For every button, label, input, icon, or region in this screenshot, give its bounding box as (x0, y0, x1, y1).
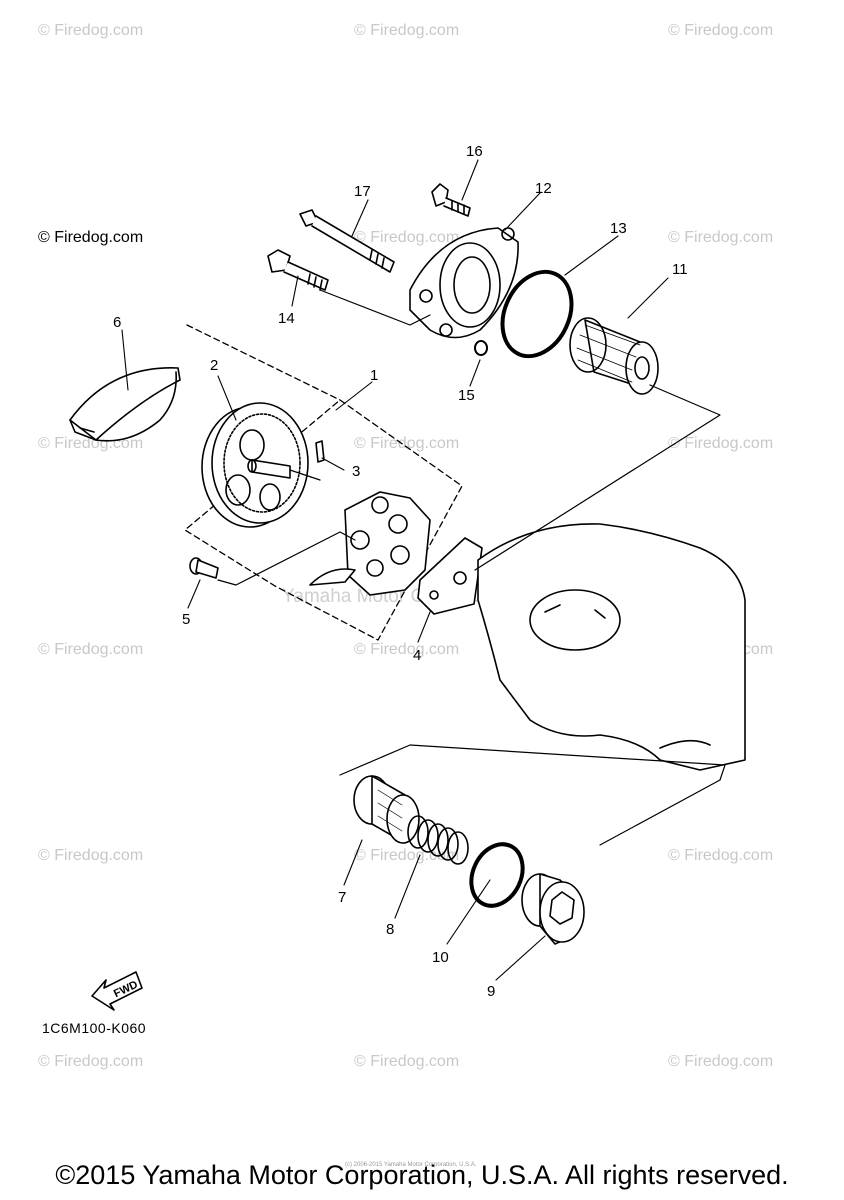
watermark-firedog: © Firedog.com (38, 847, 144, 864)
part-8-spring (407, 815, 469, 865)
watermark-firedog: © Firedog.com (668, 229, 774, 246)
watermark-firedog: © Firedog.com (668, 1053, 774, 1070)
watermark-firedog: © Firedog.com (668, 22, 774, 39)
watermark-firedog: © Firedog.com (668, 435, 774, 452)
part-11-oil-filter (569, 317, 659, 395)
callout-8: 8 (386, 921, 394, 938)
callout-4: 4 (413, 647, 421, 664)
part-17-long-bolt (299, 209, 395, 273)
callout-leaders (121, 159, 669, 981)
watermark-firedog: © Firedog.com (668, 847, 774, 864)
part-3-pin (315, 440, 325, 463)
part-10-o-ring (469, 842, 525, 908)
part-13-o-ring (500, 269, 574, 359)
callout-16: 16 (466, 143, 483, 160)
callout-10: 10 (432, 949, 449, 966)
fwd-arrow-icon: FWD (91, 971, 143, 1011)
oil-pump-body (309, 491, 431, 596)
callout-11: 11 (672, 261, 688, 278)
callout-1: 1 (370, 367, 378, 384)
tiny-copyright-notice: (c) 2006-2015 Yamaha Motor Corporation, … (345, 1162, 477, 1168)
watermark-firedog: © Firedog.com (354, 229, 460, 246)
watermark-firedog: © Firedog.com (38, 641, 144, 658)
callout-9: 9 (487, 983, 495, 1000)
pump-assembly-outline (184, 324, 463, 641)
callout-6: 6 (113, 314, 121, 331)
part-7-strainer (353, 775, 420, 844)
watermark-firedog: © Firedog.com (38, 1053, 144, 1070)
watermark-firedog-primary: © Firedog.com (38, 229, 144, 246)
part-5-screw (189, 557, 219, 579)
callout-17: 17 (354, 183, 371, 200)
part-16-bolt (431, 183, 471, 217)
watermark-firedog: © Firedog.com (354, 641, 460, 658)
part-9-drain-plug (521, 873, 585, 945)
watermark-firedog: © Firedog.com (354, 435, 460, 452)
engine-case-outline (477, 523, 746, 771)
callout-15: 15 (458, 387, 475, 404)
watermark-firedog: © Firedog.com (38, 435, 144, 452)
watermark-firedog: © Firedog.com (38, 22, 144, 39)
watermark-firedog: © Firedog.com (354, 22, 460, 39)
callout-7: 7 (338, 889, 346, 906)
part-12-filter-cover (409, 227, 519, 339)
callout-5: 5 (182, 611, 190, 628)
callout-3: 3 (352, 463, 360, 480)
callout-12: 12 (535, 180, 552, 197)
watermark-firedog: © Firedog.com (354, 847, 460, 864)
part-14-bolt (267, 249, 329, 291)
part-4-gasket (417, 537, 483, 615)
part-2-gear (201, 402, 309, 528)
callout-14: 14 (278, 310, 295, 327)
diagram-code: 1C6M100-K060 (42, 1020, 147, 1036)
callout-2: 2 (210, 357, 218, 374)
callout-13: 13 (610, 220, 627, 237)
watermark-firedog: © Firedog.com (354, 1053, 460, 1070)
copyright-footer: ©2015 Yamaha Motor Corporation, U.S.A. A… (55, 1160, 789, 1190)
part-6-cover (69, 367, 181, 442)
assembly-lines (217, 289, 726, 846)
part-15-o-ring (474, 340, 488, 356)
